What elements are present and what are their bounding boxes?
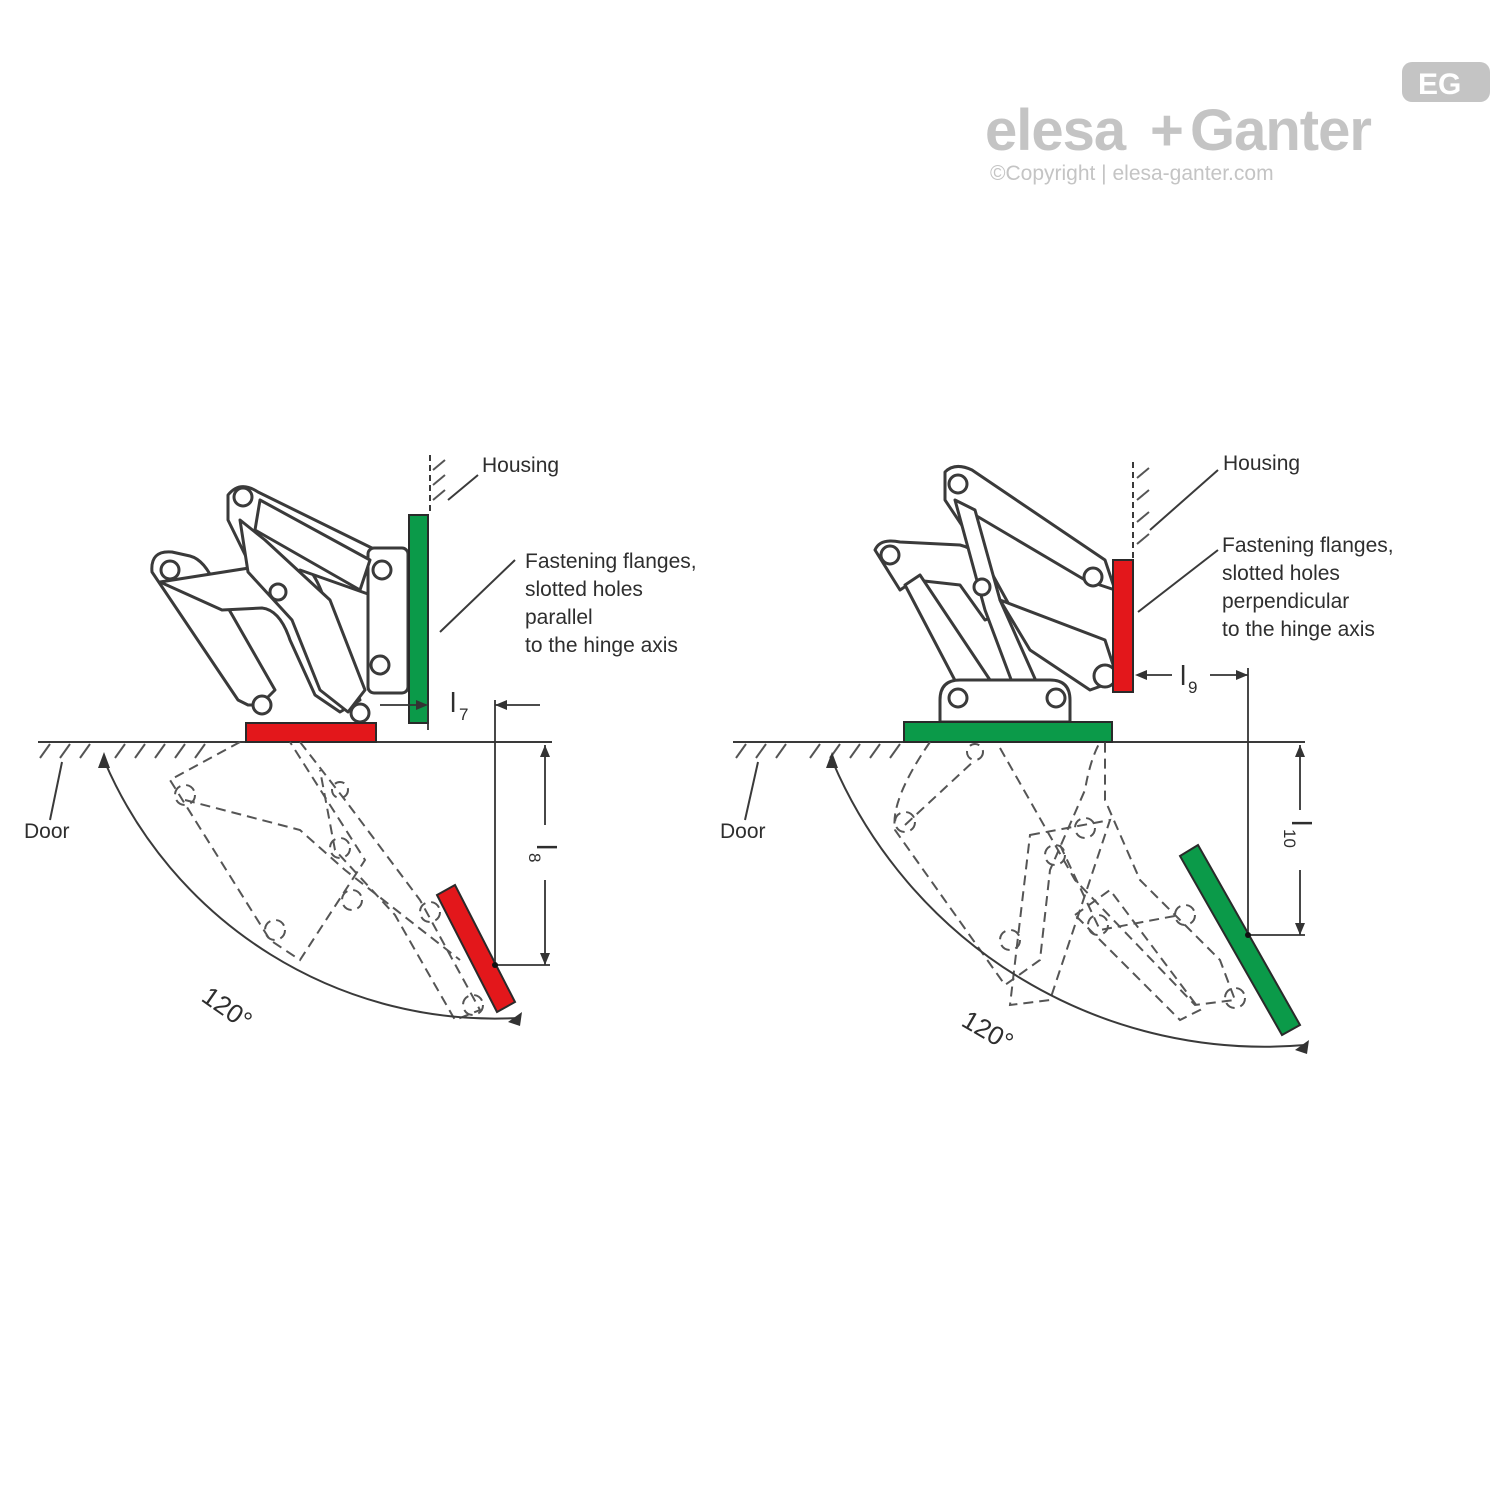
door-surface-left	[38, 741, 552, 759]
elesa-ganter-logo: elesa + Ganter EG ©Copyright | elesa-gan…	[985, 62, 1490, 185]
housing-leader-left	[447, 474, 479, 501]
door-label-left: Door	[24, 820, 70, 843]
hinge-linkage-open-left	[168, 741, 484, 1022]
flange-label-right-line-4: to the hinge axis	[1222, 618, 1375, 641]
door-label-right: Door	[720, 820, 766, 843]
flange-open-right	[1178, 843, 1302, 1037]
angle-label-right: 120°	[957, 1004, 1019, 1057]
swing-arc-right	[831, 759, 1306, 1048]
flange-housing-right	[1112, 559, 1134, 693]
flange-label-left-line-2: slotted holes	[525, 578, 643, 601]
housing-label-left: Housing	[482, 454, 559, 477]
flange-label-right-line-3: perpendicular	[1222, 590, 1349, 613]
flange-housing-left	[408, 514, 429, 724]
flange-label-left-line-3: parallel	[525, 606, 593, 629]
hinge-linkage-closed-right	[873, 465, 1120, 724]
hinge-linkage-open-right	[893, 741, 1246, 1022]
flange-frame-right	[903, 721, 1113, 743]
door-leader-left	[49, 761, 63, 821]
flange-open-left	[435, 883, 517, 1014]
flange-label-right: Fastening flanges, slotted holes perpend…	[1222, 534, 1394, 641]
dimension-l10-main: l	[1286, 820, 1317, 826]
dimension-l8: l 8	[492, 745, 562, 968]
hinge-pivot-pins-left	[159, 486, 393, 724]
hinge-linkage-closed-left	[150, 485, 410, 724]
flange-frame-left	[245, 722, 377, 743]
housing-surface-right	[1132, 462, 1150, 560]
flange-label-right-line-1: Fastening flanges,	[1222, 534, 1394, 557]
logo-badge-text: EG	[1418, 68, 1461, 101]
flange-leader-left	[439, 559, 516, 633]
angle-label-left: 120°	[197, 980, 258, 1035]
diagram-right: 120° l 9 l 10 Hous	[720, 452, 1394, 1057]
logo-brand-right: Ganter	[1190, 98, 1371, 163]
flange-leader-right	[1137, 549, 1219, 613]
diagram-left: 120° l 7 l 8	[24, 454, 697, 1036]
flange-label-right-line-2: slotted holes	[1222, 562, 1340, 585]
dimension-l8-sub: 8	[525, 853, 544, 862]
housing-surface-left	[429, 455, 446, 512]
dimension-l9-main: l	[1180, 660, 1186, 691]
dimension-l10: l 10	[1245, 745, 1317, 938]
dimension-l7-main: l	[450, 687, 456, 718]
flange-label-left-line-1: Fastening flanges,	[525, 550, 697, 573]
dimension-l9: l 9	[1135, 660, 1249, 935]
logo-brand-plus: +	[1150, 98, 1183, 163]
dimension-l10-sub: 10	[1280, 829, 1299, 848]
housing-leader-right	[1149, 469, 1219, 531]
logo-badge: EG	[1402, 62, 1490, 102]
dimension-l9-sub: 9	[1188, 678, 1197, 697]
dimension-l8-main: l	[531, 844, 562, 850]
door-surface-right	[733, 741, 1305, 759]
hinge-pivot-pins-right	[879, 473, 1118, 709]
logo-copyright: ©Copyright | elesa-ganter.com	[990, 162, 1274, 185]
flange-label-left: Fastening flanges, slotted holes paralle…	[525, 550, 697, 657]
dimension-l7-sub: 7	[459, 705, 468, 724]
logo-brand-left: elesa	[985, 98, 1127, 163]
flange-label-left-line-4: to the hinge axis	[525, 634, 678, 657]
swing-arc-left	[103, 759, 519, 1020]
door-leader-right	[744, 761, 759, 821]
dimension-l7: l 7	[380, 687, 540, 965]
logo-badge-box	[1402, 62, 1490, 102]
housing-label-right: Housing	[1223, 452, 1300, 475]
